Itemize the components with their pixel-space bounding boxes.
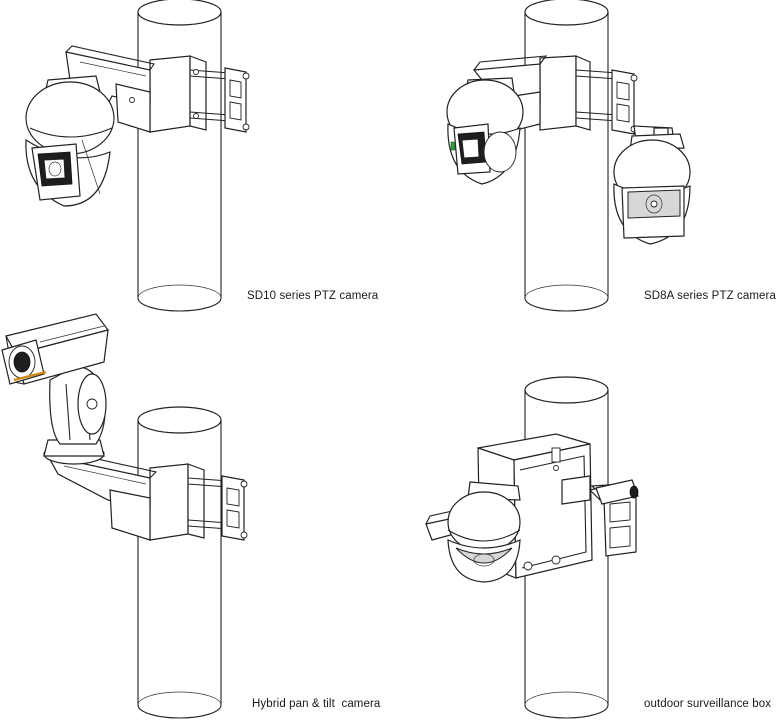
pole-clamp-3 — [149, 463, 248, 541]
pole-clamp-1 — [149, 55, 250, 133]
housing-accent-strip — [13, 370, 47, 382]
panel-hybrid — [1, 313, 248, 719]
mini-bullet-camera — [595, 479, 639, 505]
caption-sd8a-series: SD8A series PTZ camera — [644, 290, 776, 302]
pole-1 — [137, 0, 222, 312]
caption-sd10-series: SD10 series PTZ camera — [247, 290, 379, 302]
panel-box — [425, 376, 639, 719]
panel-sd10 — [25, 0, 250, 312]
ptz-camera-sd10 — [25, 75, 115, 207]
caption-hybrid-pan-tilt: Hybrid pan & tilt camera — [252, 698, 381, 710]
pan-tilt-head — [43, 365, 107, 465]
ptz-camera-box — [447, 481, 521, 583]
status-led — [450, 141, 456, 151]
camera-housing — [1, 313, 110, 385]
wall-arm-1 — [65, 45, 155, 133]
ptz-camera-sd8a — [446, 77, 524, 185]
caption-outdoor-box: outdoor surveillance box — [644, 698, 772, 710]
ptz-camera-sd8a-second — [613, 133, 691, 245]
pole-4 — [524, 376, 609, 719]
panel-sd8a — [446, 0, 691, 312]
pole-3 — [137, 406, 222, 719]
pole-clamp-2 — [539, 55, 638, 135]
pole-2 — [524, 0, 609, 312]
